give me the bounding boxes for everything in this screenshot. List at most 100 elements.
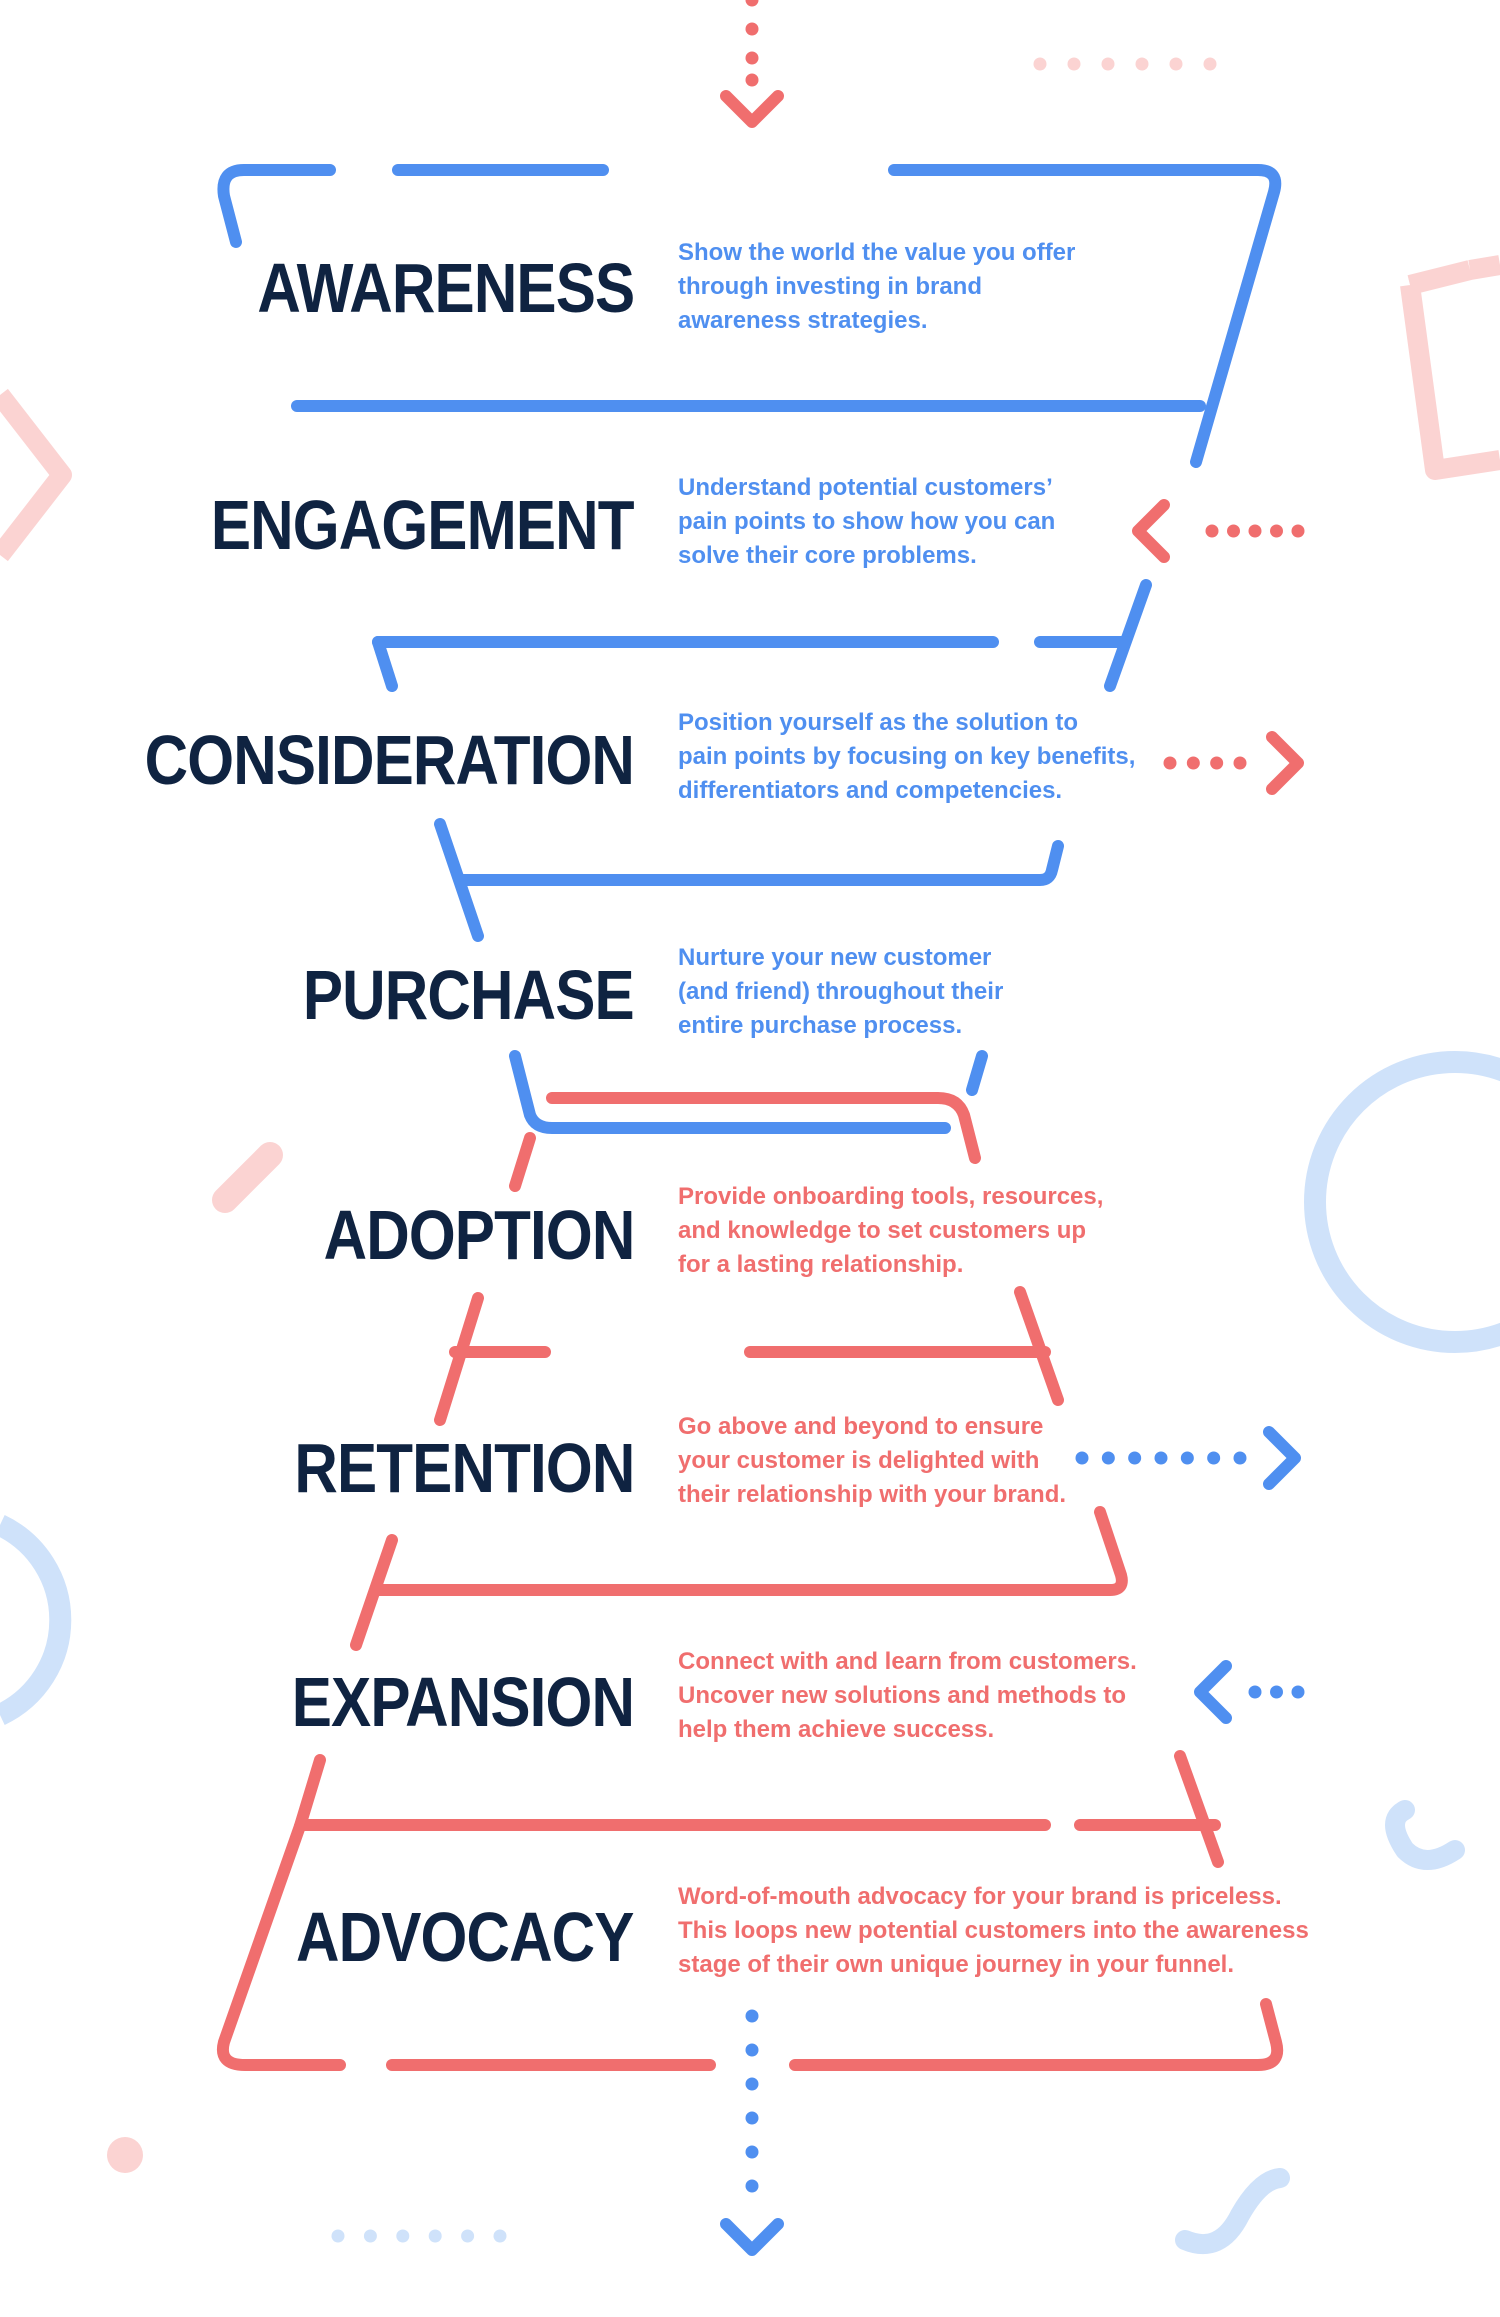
engagement-frame-right [1104,579,1152,692]
exit-dotted-line [745,2009,759,2193]
retention-arrow-icon [1263,1426,1301,1490]
dot [428,2229,442,2243]
dot [745,22,759,36]
adoption-frame-right [1014,1286,1064,1406]
advocacy-frame-left [217,1820,346,2071]
description-line: stage of their own unique journey in you… [678,1951,1235,1978]
entry-dotted-line [745,0,759,65]
description-line: your customer is delighted with [678,1447,1040,1474]
dot [493,2229,507,2243]
dot [745,2077,759,2091]
expansion-frame-right [1174,1750,1224,1868]
description-line: (and friend) throughout their [678,978,1004,1005]
dot [396,2229,410,2243]
stage-title-engagement: ENGAGEMENT [211,486,635,564]
decor-pill-shape [212,1142,283,1213]
dot [1154,1451,1168,1465]
description-line: Position yourself as the solution to [678,709,1079,736]
dot [1075,1451,1089,1465]
dot [461,2229,475,2243]
dot [1291,524,1305,538]
dot [1270,524,1283,538]
entry-arrow-icon [720,90,784,128]
stage-description-advocacy: Word-of-mouth advocacy for your brand is… [678,1880,1309,1982]
adoption-top-bar [546,1092,981,1164]
stage-description-expansion: Connect with and learn from customers. U… [678,1645,1137,1747]
dot [1128,1451,1142,1465]
decor-dots-bottom-left [331,2229,507,2243]
dot [1207,1451,1221,1465]
dot [331,2229,345,2243]
decor-half-circle-shape [0,1515,72,1725]
stage-title-awareness: AWARENESS [257,249,635,327]
dot [1101,57,1115,71]
description-line: awareness strategies. [678,307,928,334]
dot [1205,524,1219,538]
dot [1210,756,1224,770]
advocacy-frame-right [789,1998,1284,2071]
awareness-frame-top-right [888,164,1282,468]
dot [1248,1685,1262,1699]
description-line: for a lasting relationship. [678,1251,964,1278]
description-line: through investing in brand [678,273,982,300]
retention-dotted-line [1075,1451,1247,1465]
dot [745,2009,759,2023]
dot [745,2145,759,2159]
description-line: solve their core problems. [678,542,977,569]
consideration-bottom-bar [455,840,1064,886]
expansion-arrow-icon [1194,1660,1232,1724]
description-line: pain points to show how you can [678,508,1056,535]
stage-title-retention: RETENTION [293,1429,635,1507]
stage-description-awareness: Show the world the value you offer throu… [678,236,1075,338]
description-line: and knowledge to set customers up [678,1217,1087,1244]
description-line: entire purchase process. [678,1012,963,1039]
consideration-dotted-line [1163,756,1247,770]
dot [1163,756,1177,770]
dot [1248,524,1262,538]
adoption-frame-left [434,1292,484,1426]
stage-description-consideration: Position yourself as the solution to pai… [678,706,1135,808]
dot [1291,1685,1305,1699]
dot [1186,756,1200,770]
decor-circle-shape [1304,1051,1500,1353]
decor-square-shape [1400,255,1500,480]
dot [1180,1451,1194,1465]
description-line: Show the world the value you offer [678,239,1076,266]
dot [745,2179,759,2193]
stage-title-advocacy: ADVOCACY [296,1898,634,1976]
stage-description-retention: Go above and beyond to ensure your custo… [678,1410,1066,1512]
description-line: Provide onboarding tools, resources, [678,1183,1104,1210]
decor-squiggle-shape [1175,2168,1290,2254]
description-line: help them achieve success. [678,1716,995,1743]
entry-dot [745,73,759,87]
description-line: Go above and beyond to ensure [678,1413,1044,1440]
decor-hook-shape [1385,1800,1465,1870]
adoption-frame-left-top [509,1132,536,1192]
description-line: Nurture your new customer [678,944,992,971]
consideration-arrow-icon [1266,731,1304,795]
description-line: Understand potential customers’ [678,474,1053,501]
description-line: pain points by focusing on key benefits, [678,743,1136,770]
awareness-frame-top-left [217,164,336,248]
dot [1101,1451,1115,1465]
description-line: Connect with and learn from customers. [678,1648,1137,1675]
stage-title-consideration: CONSIDERATION [144,721,635,799]
description-line: This loops new potential customers into … [678,1917,1309,1944]
purchase-frame-right [966,1050,988,1096]
description-line: Word-of-mouth advocacy for your brand is… [678,1883,1282,1910]
description-line: Uncover new solutions and methods to [678,1682,1127,1709]
dot [745,2111,759,2125]
dot [1033,57,1047,71]
stage-description-purchase: Nurture your new customer (and friend) t… [678,941,1003,1043]
description-line: differentiators and competencies. [678,777,1063,804]
dot [1203,57,1217,71]
retention-bottom-bar [372,1506,1128,1596]
dot [1227,524,1240,538]
dot [1270,1685,1283,1699]
expansion-frame-left [294,1754,326,1832]
purchase-bottom-bar [509,1050,951,1134]
dot [1169,57,1183,71]
description-line: their relationship with your brand. [678,1481,1067,1508]
